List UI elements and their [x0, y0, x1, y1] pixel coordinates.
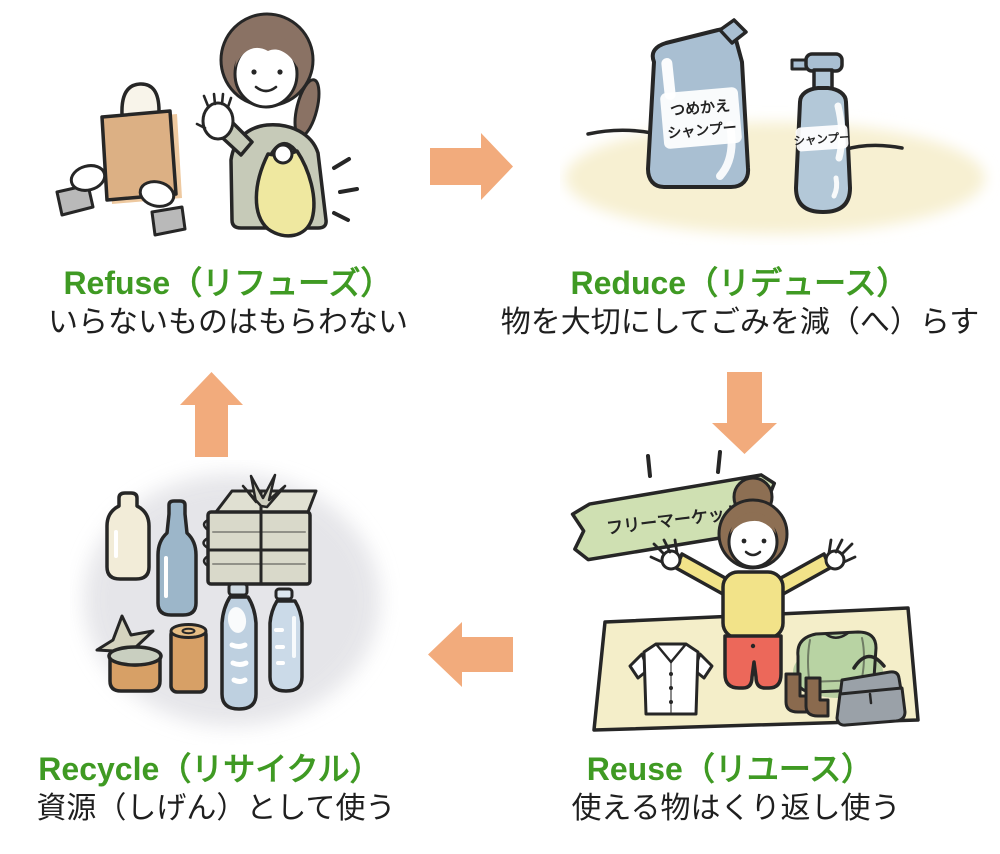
- raised-hand: [195, 92, 235, 141]
- pouch-label: つめかえ シャンプー: [660, 87, 742, 149]
- eco-bag: [254, 142, 316, 238]
- refuse-heading: Refuse（リフューズ）: [63, 265, 393, 301]
- newspaper-bundle: [202, 473, 318, 586]
- recycle-heading: Recycle（リサイクル）: [38, 751, 382, 787]
- reuse-heading: Reuse（リユース）: [586, 751, 874, 787]
- recycle-illustration: [84, 473, 380, 726]
- pet-bottle-small: [268, 587, 304, 693]
- reduce-illustration: つめかえ シャンプー シャンプー: [565, 18, 985, 234]
- shampoo-pump-bottle: シャンプー: [790, 52, 852, 214]
- reuse-description: 使える物はくり返し使う: [571, 792, 901, 825]
- arrow-refuse-to-reduce: [430, 133, 513, 200]
- motion-lines: [332, 157, 359, 222]
- pet-bottle-large: [220, 582, 258, 711]
- recycle-description: 資源（しげん）として使う: [36, 792, 396, 825]
- arrow-recycle-to-refuse: [180, 372, 243, 457]
- white-shirt: [628, 642, 714, 716]
- refuse-description: いらないものはもらわない: [48, 306, 408, 339]
- milk-bottle: [105, 491, 151, 581]
- reuse-illustration: フリーマーケット: [570, 450, 920, 732]
- reduce-description: 物を大切にしてごみを減（へ）らす: [500, 306, 980, 339]
- arrow-reduce-to-reuse: [712, 372, 777, 454]
- offering-hands: [55, 164, 187, 237]
- boots: [784, 672, 830, 718]
- refusing-woman: [195, 12, 359, 238]
- svg-text:シャンプー: シャンプー: [667, 119, 738, 141]
- seller-woman: [649, 476, 857, 690]
- paper-bag: [100, 82, 182, 204]
- handbag: [835, 654, 907, 727]
- tin-can: [169, 623, 208, 694]
- svg-text:つめかえ: つめかえ: [670, 97, 731, 119]
- cream-ground: [565, 122, 985, 234]
- food-jar: [107, 645, 163, 693]
- arrow-reuse-to-recycle: [428, 622, 513, 687]
- reduce-heading: Reduce（リデュース）: [570, 265, 909, 301]
- glass-bottle: [156, 499, 198, 617]
- refill-shampoo-pouch: つめかえ シャンプー: [646, 18, 751, 189]
- svg-text:シャンプー: シャンプー: [793, 130, 851, 148]
- refuse-illustration: [55, 12, 359, 238]
- bottle-label: シャンプー: [793, 124, 851, 152]
